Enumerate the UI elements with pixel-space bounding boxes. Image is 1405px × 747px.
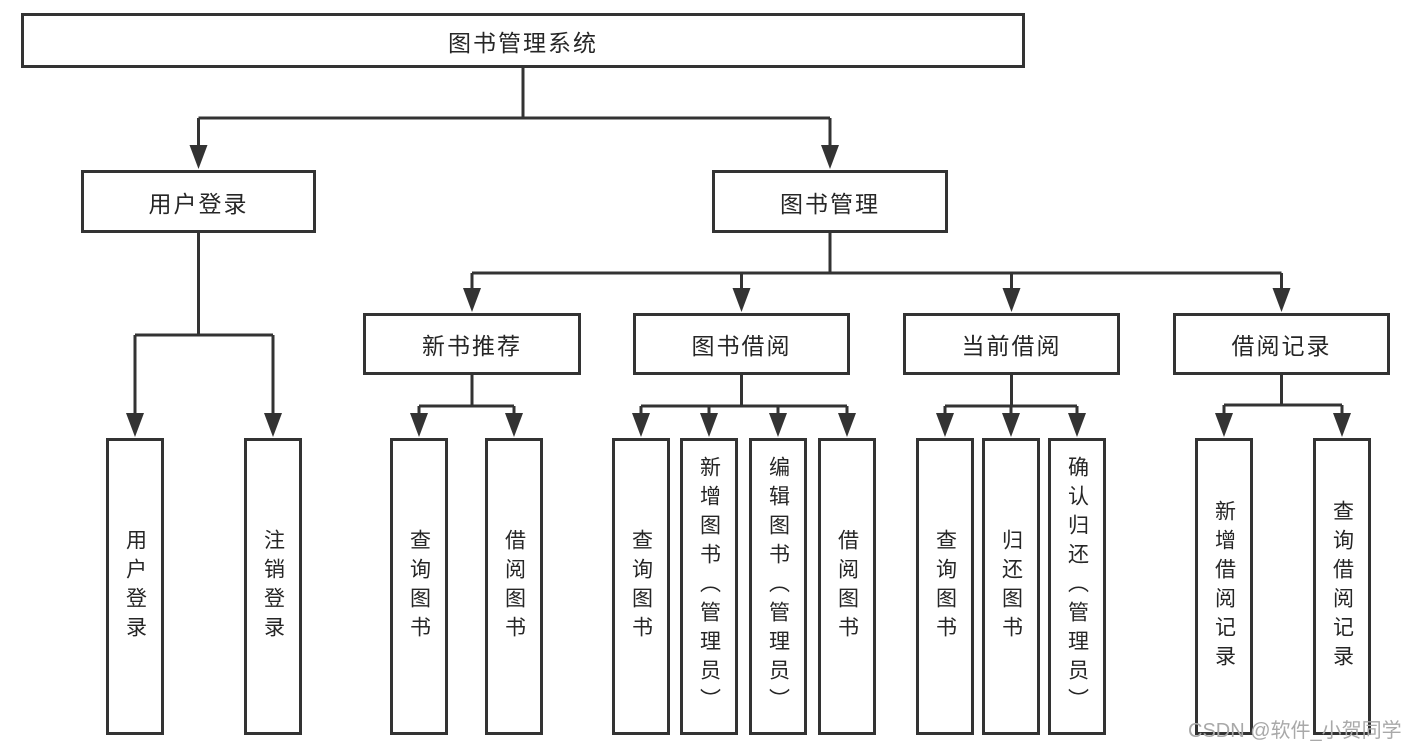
node-root-system: 图书管理系统 <box>21 13 1025 68</box>
leaf-borrow-book-recommend-label: 借阅图书 <box>502 528 526 645</box>
node-book-management: 图书管理 <box>712 170 948 233</box>
leaf-add-borrow-record-label: 新增借阅记录 <box>1212 499 1236 674</box>
leaf-add-book-admin-label: 新增图书（管理员） <box>697 456 721 717</box>
tree-edges <box>133 68 1344 416</box>
node-root-label: 图书管理系统 <box>448 29 598 56</box>
leaf-confirm-return-admin-label: 确认归还（管理员） <box>1065 456 1089 717</box>
node-book-borrowing-label: 图书借阅 <box>691 333 792 359</box>
node-book-borrowing: 图书借阅 <box>633 313 850 375</box>
node-new-book-recommend: 新书推荐 <box>363 313 581 375</box>
leaf-query-book-current-label: 查询图书 <box>933 528 957 645</box>
leaf-confirm-return-admin: 确认归还（管理员） <box>1048 438 1106 735</box>
node-user-login: 用户登录 <box>81 170 316 233</box>
leaf-query-book-borrow-label: 查询图书 <box>629 528 653 645</box>
leaf-query-book-recommend: 查询图书 <box>390 438 448 735</box>
leaf-query-book-borrow: 查询图书 <box>612 438 670 735</box>
arrowheads <box>126 145 1351 437</box>
leaf-return-book: 归还图书 <box>982 438 1040 735</box>
node-new-book-recommend-label: 新书推荐 <box>422 333 522 359</box>
leaf-query-book-current: 查询图书 <box>916 438 974 735</box>
leaf-user-login: 用户登录 <box>106 438 164 735</box>
leaf-query-borrow-record: 查询借阅记录 <box>1313 438 1371 735</box>
leaf-add-borrow-record: 新增借阅记录 <box>1195 438 1253 735</box>
csdn-watermark: CSDN @软件_小贺同学 <box>1188 720 1402 742</box>
leaf-return-book-label: 归还图书 <box>999 528 1023 645</box>
node-book-management-label: 图书管理 <box>780 190 880 217</box>
leaf-borrow-book-label: 借阅图书 <box>835 528 859 645</box>
node-current-borrowing: 当前借阅 <box>903 313 1120 375</box>
leaf-logout: 注销登录 <box>244 438 302 735</box>
leaf-edit-book-admin-label: 编辑图书（管理员） <box>766 456 790 717</box>
leaf-borrow-book: 借阅图书 <box>818 438 876 735</box>
leaf-logout-label: 注销登录 <box>261 528 285 645</box>
node-user-login-label: 用户登录 <box>148 190 249 217</box>
leaf-query-book-recommend-label: 查询图书 <box>407 528 431 645</box>
node-current-borrowing-label: 当前借阅 <box>961 333 1062 359</box>
leaf-add-book-admin: 新增图书（管理员） <box>680 438 738 735</box>
leaf-query-borrow-record-label: 查询借阅记录 <box>1330 499 1354 674</box>
node-borrowing-records: 借阅记录 <box>1173 313 1390 375</box>
leaf-user-login-label: 用户登录 <box>123 528 147 645</box>
leaf-edit-book-admin: 编辑图书（管理员） <box>749 438 807 735</box>
node-borrowing-records-label: 借阅记录 <box>1231 333 1332 359</box>
leaf-borrow-book-recommend: 借阅图书 <box>485 438 543 735</box>
